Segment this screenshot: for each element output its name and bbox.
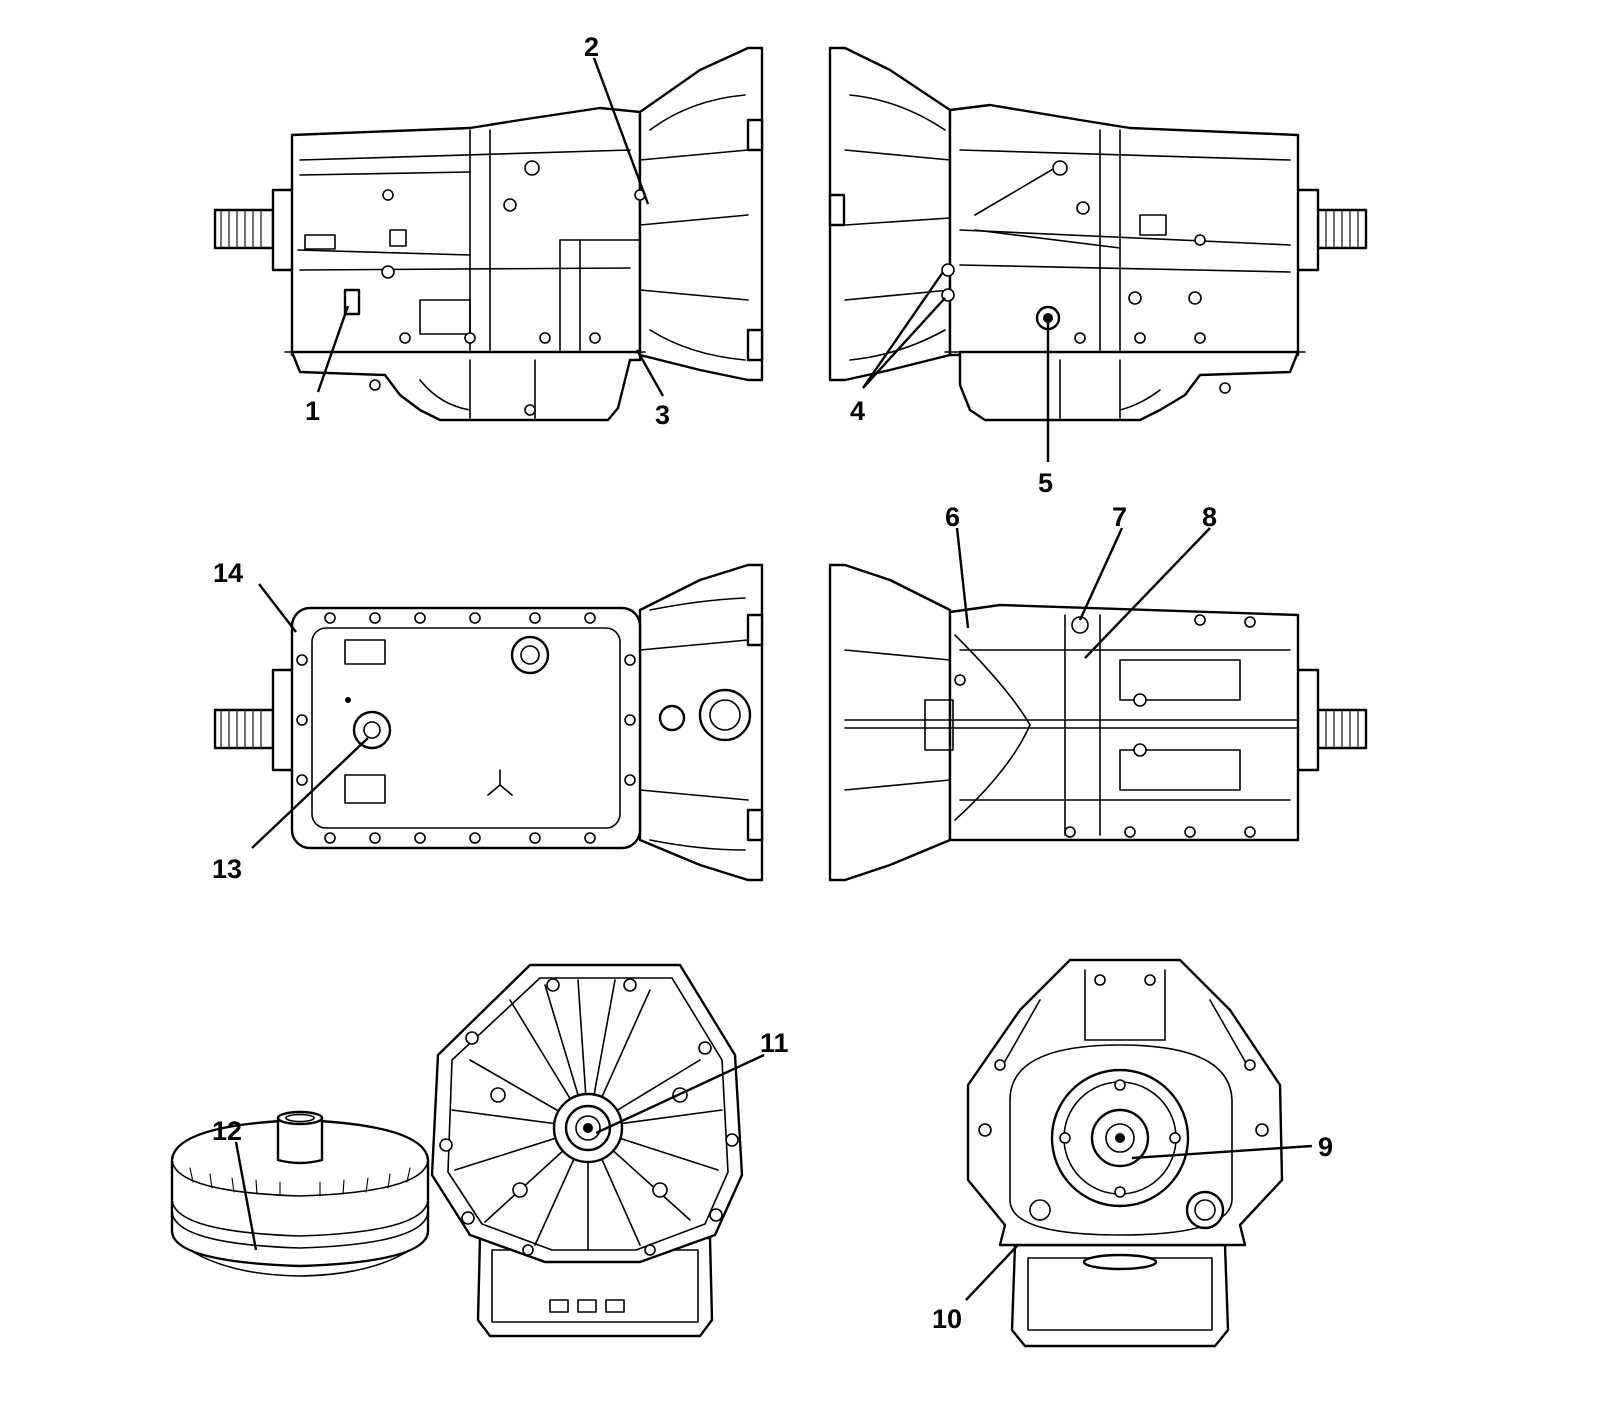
callout-labels: 1 2 3 4 5 6 7 8 9 10 11 12 13 14 [212,32,1333,1334]
callout-2: 2 [584,32,599,62]
callout-9: 9 [1318,1132,1333,1162]
callout-11: 11 [760,1028,789,1058]
torque-converter [170,1110,430,1277]
callout-1: 1 [305,396,320,426]
callout-12: 12 [212,1116,242,1146]
transmission-bottom-view [213,563,764,882]
callout-13: 13 [212,854,242,884]
callout-7: 7 [1112,502,1127,532]
transmission-right-side-view [828,46,1368,422]
transmission-front-view [430,963,744,1338]
callout-6: 6 [945,502,960,532]
leader-lines [234,57,1313,1301]
callout-14: 14 [213,558,243,588]
transmission-left-side-view [213,46,764,422]
callout-5: 5 [1038,468,1053,498]
transmission-top-view [828,563,1368,882]
callout-10: 10 [932,1304,962,1334]
transmission-rear-view [966,958,1284,1348]
callout-8: 8 [1202,502,1217,532]
callout-3: 3 [655,400,670,430]
callout-4: 4 [850,396,865,426]
